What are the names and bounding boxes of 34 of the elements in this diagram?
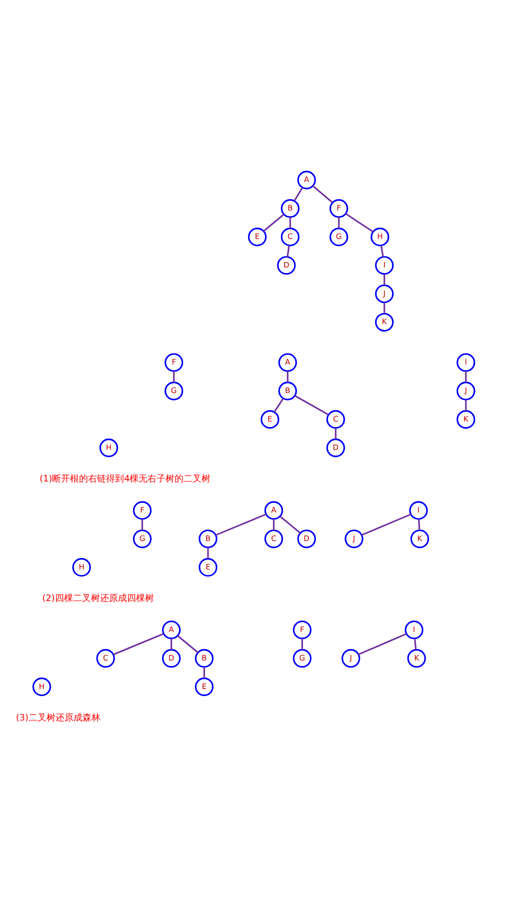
connector (312, 185, 333, 204)
connector (358, 633, 407, 656)
connector (294, 395, 329, 416)
connector (113, 633, 164, 656)
connector (338, 217, 340, 228)
connector (263, 214, 284, 232)
connector (203, 667, 205, 678)
connector (301, 638, 303, 650)
connector (384, 302, 386, 314)
connector (207, 548, 209, 559)
connector (272, 519, 275, 530)
connector (294, 187, 304, 202)
label: (1)断开根的右链得到4棵无右子树的二叉树 (40, 474, 211, 485)
connector (286, 371, 288, 382)
connector (173, 371, 175, 382)
connector (380, 245, 384, 258)
label: (3)二叉树还原成森林 (16, 713, 100, 724)
connector (418, 519, 420, 530)
label: (2)四棵二叉树还原成四棵树 (42, 594, 154, 604)
connector (465, 400, 467, 411)
connector (414, 638, 417, 650)
connector (280, 516, 301, 534)
connector (286, 245, 290, 258)
connector (289, 217, 291, 228)
connector (334, 428, 336, 440)
connector (141, 519, 144, 530)
connector (216, 514, 266, 536)
connector (345, 213, 374, 232)
connector (384, 274, 386, 286)
connector (361, 514, 412, 536)
connector (274, 398, 284, 412)
connector (177, 635, 198, 654)
connector (465, 371, 467, 382)
connector (170, 638, 172, 650)
